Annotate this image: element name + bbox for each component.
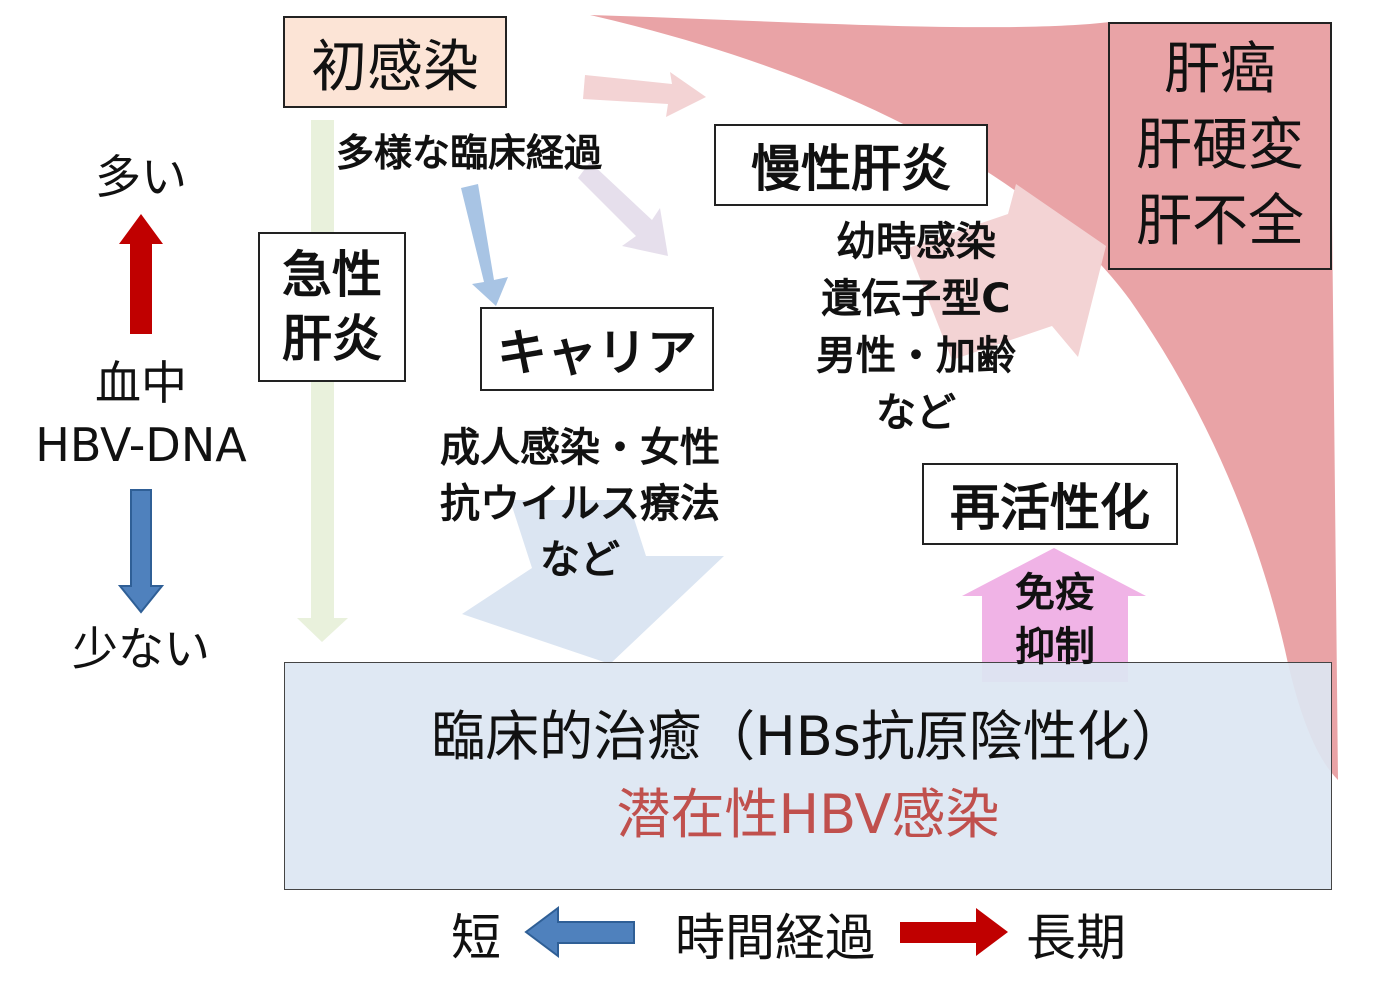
y-axis-up-arrow	[119, 214, 163, 334]
cure-factor-3: など	[540, 537, 620, 583]
progression-factor-2: 遺伝子型C	[821, 276, 1011, 322]
immunosuppression-line-2: 抑制	[1015, 624, 1095, 670]
reactivation-box: 再活性化	[922, 463, 1178, 545]
course-to-carrier-arrow	[461, 184, 508, 306]
progression-factor-1: 幼時感染	[836, 219, 996, 265]
progression-factor-4: など	[876, 390, 956, 436]
latent-infection-label: 潜在性HBV感染	[616, 783, 1000, 846]
cure-factor-2: 抗ウイルス療法	[440, 481, 720, 527]
chronic-hepatitis-box: 慢性肝炎	[714, 124, 988, 206]
cure-factor-1: 成人感染・女性	[440, 425, 720, 471]
carrier-to-cure-arrow	[462, 500, 724, 664]
initial-infection-box: 初感染	[283, 16, 507, 108]
y-axis-high-label: 多い	[95, 150, 187, 204]
clinical-cure-label: 臨床的治癒（HBs抗原陰性化）	[431, 705, 1185, 768]
chronic-hepatitis-label: 慢性肝炎	[751, 140, 951, 198]
diverse-course-label: 多様な臨床経過	[336, 131, 603, 175]
liver-progression-wedge	[590, 15, 1338, 780]
course-to-chronic-arrow	[578, 162, 668, 256]
end-stage-line-3: 肝不全	[1136, 189, 1304, 254]
cure-factors-text: 成人感染・女性 抗ウイルス療法 など	[410, 420, 750, 588]
clinical-cure-box: 臨床的治癒（HBs抗原陰性化） 潜在性HBV感染	[284, 662, 1332, 890]
y-axis-title-line-1: 血中	[95, 356, 187, 410]
immunosuppression-arrow	[962, 548, 1146, 682]
end-stage-box: 肝癌 肝硬変 肝不全	[1108, 22, 1332, 270]
chronic-to-endstage-arrow	[908, 184, 1106, 360]
y-axis-down-arrow	[117, 489, 165, 614]
x-axis-title: 時間経過	[675, 909, 875, 967]
immunosuppression-text: 免疫 抑制	[982, 566, 1128, 674]
reactivation-label: 再活性化	[950, 479, 1150, 537]
end-stage-line-1: 肝癌	[1164, 37, 1276, 102]
progression-factors-text: 幼時感染 遺伝子型C 男性・加齢 など	[786, 214, 1046, 442]
immunosuppression-line-1: 免疫	[1015, 570, 1095, 616]
carrier-box: キャリア	[480, 307, 714, 391]
acute-hepatitis-box: 急性 肝炎	[258, 232, 406, 382]
x-axis-short-label: 短	[451, 909, 501, 967]
initial-to-chronic-arrow	[583, 72, 706, 117]
acute-hepatitis-line-2: 肝炎	[282, 310, 382, 368]
x-axis-right-arrow	[900, 908, 1008, 956]
progression-factor-3: 男性・加齢	[816, 333, 1016, 379]
acute-hepatitis-line-1: 急性	[282, 246, 382, 304]
y-axis-low-label: 少ない	[72, 622, 210, 676]
x-axis-left-arrow	[524, 906, 635, 958]
x-axis-long-label: 長期	[1026, 909, 1126, 967]
carrier-label: キャリア	[497, 324, 697, 382]
end-stage-line-2: 肝硬変	[1136, 113, 1304, 178]
initial-infection-label: 初感染	[311, 34, 479, 100]
y-axis-title: 血中 HBV-DNA	[10, 352, 272, 476]
y-axis-title-line-2: HBV-DNA	[35, 418, 247, 472]
